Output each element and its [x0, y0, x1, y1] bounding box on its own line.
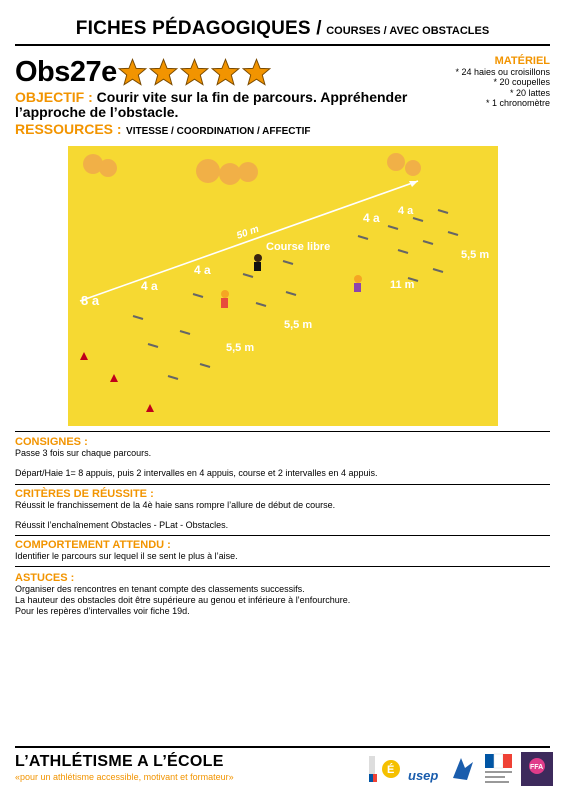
field-background	[68, 146, 498, 426]
header-rule	[15, 44, 550, 46]
footer-rule	[15, 746, 550, 748]
svg-text:FFA: FFA	[530, 764, 543, 771]
separator	[15, 484, 550, 485]
star-icon	[118, 58, 147, 86]
trees	[83, 153, 421, 185]
interval-label: 8 a	[81, 293, 100, 308]
objectif-label: OBJECTIF :	[15, 89, 93, 105]
distance-label: 11 m	[390, 279, 415, 291]
cones	[80, 352, 154, 412]
svg-text:É: É	[387, 763, 394, 776]
footer-brand: L’ATHLÉTISME A L’ÉCOLE	[15, 753, 224, 770]
arrow-head	[409, 181, 418, 187]
ffa-logo: FFA	[521, 752, 553, 786]
astuces-line: La hauteur des obstacles doit être supér…	[15, 595, 351, 605]
objectif: OBJECTIF : Courir vite sur la fin de par…	[15, 90, 415, 120]
svg-text:usep: usep	[408, 768, 438, 783]
separator	[15, 566, 550, 567]
materiel-title: MATÉRIEL	[494, 55, 550, 67]
course-diagram: 50 m Course libre 8 a 4 a 4 a 4 a 4 a 5,…	[68, 146, 498, 426]
astuces-line: Pour les repères d’intervalles voir fich…	[15, 606, 190, 616]
consignes-line: Départ/Haie 1= 8 appuis, puis 2 interval…	[15, 468, 378, 478]
runner-3	[354, 275, 362, 292]
interval-label: 4 a	[141, 279, 158, 293]
criteres-line: Réussit l’enchaînement Obstacles - PLat …	[15, 520, 229, 530]
materiel-item: * 20 lattes	[509, 87, 550, 98]
distance-arrow	[79, 180, 419, 302]
interval-label: 4 a	[363, 211, 380, 225]
materiel-item: * 20 coupelles	[493, 77, 550, 87]
consignes-title: CONSIGNES :	[15, 436, 88, 448]
ressources-text: VITESSE / COORDINATION / AFFECTIF	[126, 126, 311, 137]
usep-logo: usep	[408, 768, 438, 783]
comportement-line: Identifier le parcours sur lequel il se …	[15, 551, 238, 561]
header-subtitle: COURSES / AVEC OBSTACLES	[326, 25, 490, 37]
objectif-text: Courir vite sur la fin de parcours. Appr…	[15, 89, 408, 120]
astuces-title: ASTUCES :	[15, 572, 75, 584]
education-nationale-logo: É	[369, 756, 400, 782]
sheet-code: Obs27e	[15, 56, 117, 88]
runner-2	[254, 254, 262, 271]
sport-ministry-logo	[453, 758, 473, 780]
distance-label: 5,5 m	[284, 319, 312, 331]
astuces-section: ASTUCES : Organiser des rencontres en te…	[15, 572, 550, 617]
interval-label: 4 a	[194, 263, 211, 277]
separator	[15, 431, 550, 432]
runner-1	[221, 290, 229, 308]
distance-label: 5,5 m	[226, 342, 254, 354]
footer: L’ATHLÉTISME A L’ÉCOLE «pour un athlétis…	[15, 753, 234, 782]
criteres-line: Réussit le franchissement de la 4è haie …	[15, 500, 336, 510]
consignes-section: CONSIGNES : Passe 3 fois sur chaque parc…	[15, 436, 550, 479]
star-icon	[180, 58, 209, 86]
ressources: RESSOURCES : VITESSE / COORDINATION / AF…	[15, 121, 310, 139]
comportement-section: COMPORTEMENT ATTENDU : Identifier le par…	[15, 539, 550, 562]
criteres-title: CRITÈRES DE RÉUSSITE :	[15, 488, 154, 500]
materiel-item: * 1 chronomètre	[485, 98, 550, 108]
header-title: FICHES PÉDAGOGIQUES /	[75, 18, 322, 39]
header: FICHES PÉDAGOGIQUES / COURSES / AVEC OBS…	[0, 18, 565, 40]
star-icon	[211, 58, 240, 86]
materiel-item: * 24 haies ou croisillons	[455, 66, 550, 77]
astuces-line: Organiser des rencontres en tenant compt…	[15, 584, 305, 594]
materiel: MATÉRIEL * 24 haies ou croisillons * 20 …	[455, 56, 550, 109]
partner-logos: É usep FFA	[367, 752, 553, 786]
star-icon	[149, 58, 178, 86]
free-run-label: Course libre	[266, 241, 330, 253]
criteres-section: CRITÈRES DE RÉUSSITE : Réussit le franch…	[15, 488, 550, 531]
consignes-line: Passe 3 fois sur chaque parcours.	[15, 448, 152, 458]
comportement-title: COMPORTEMENT ATTENDU :	[15, 539, 171, 551]
interval-label: 4 a	[398, 205, 414, 217]
difficulty-stars	[118, 58, 271, 86]
hurdles	[132, 209, 459, 380]
ressources-label: RESSOURCES :	[15, 121, 122, 137]
republique-francaise-logo	[485, 753, 512, 783]
footer-tagline: «pour un athlétisme accessible, motivant…	[15, 772, 234, 782]
distance-label: 5,5 m	[461, 249, 489, 261]
star-icon	[242, 58, 271, 86]
separator	[15, 535, 550, 536]
